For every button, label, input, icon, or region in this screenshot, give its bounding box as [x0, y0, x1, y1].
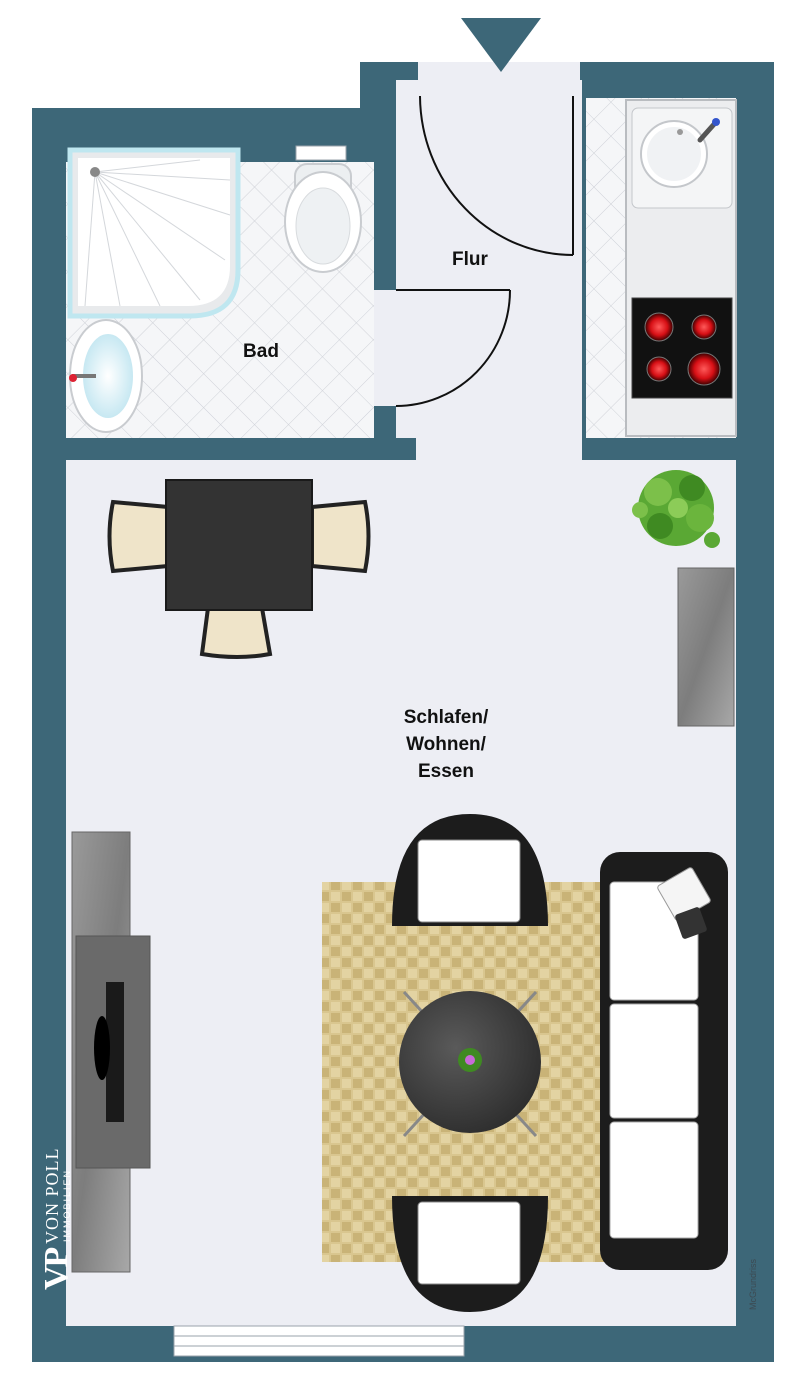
- logo-sub: IMMOBILIEN: [62, 1168, 72, 1242]
- room-label-living-line1: Schlafen/: [403, 707, 489, 728]
- side-cabinet: [677, 567, 735, 727]
- tv-sideboard-icon: [71, 831, 151, 1273]
- chair-icon: [199, 606, 273, 659]
- room-label-living-line2: Wohnen/: [406, 734, 486, 755]
- sink-icon: [631, 107, 733, 209]
- room-label-living-line3: Essen: [418, 761, 474, 782]
- door-swing-icon: [395, 95, 574, 407]
- room-label-living: Schlafen/ Wohnen/ Essen: [376, 704, 516, 785]
- chair-icon: [310, 499, 371, 574]
- logo-brand: VON POLL: [42, 1147, 62, 1245]
- brand-logo: VP VON POLL IMMOBILIEN: [38, 1140, 78, 1291]
- chair-icon: [107, 499, 170, 574]
- entrance-arrow-icon: [461, 18, 541, 72]
- credit-text: McGrundriss: [748, 1258, 758, 1310]
- sofa-icon: [600, 852, 728, 1270]
- dining-table-icon: [165, 479, 313, 611]
- shower-icon: [67, 147, 241, 319]
- hob-icon: [631, 297, 733, 399]
- plant-icon: [632, 470, 720, 548]
- coffee-table-icon: [399, 990, 541, 1138]
- window-icon: [173, 1325, 465, 1357]
- room-label-hall: Flur: [452, 249, 488, 270]
- toilet-icon: [284, 163, 362, 273]
- armchair-icon: [392, 814, 548, 926]
- armchair-icon: [392, 1196, 548, 1312]
- dining-set: [107, 479, 371, 659]
- room-label-bath: Bad: [243, 341, 279, 362]
- bath-window: [295, 145, 347, 161]
- washbasin-icon: [69, 319, 143, 433]
- bath-opening: [374, 290, 396, 406]
- logo-initials: VP: [38, 1248, 75, 1290]
